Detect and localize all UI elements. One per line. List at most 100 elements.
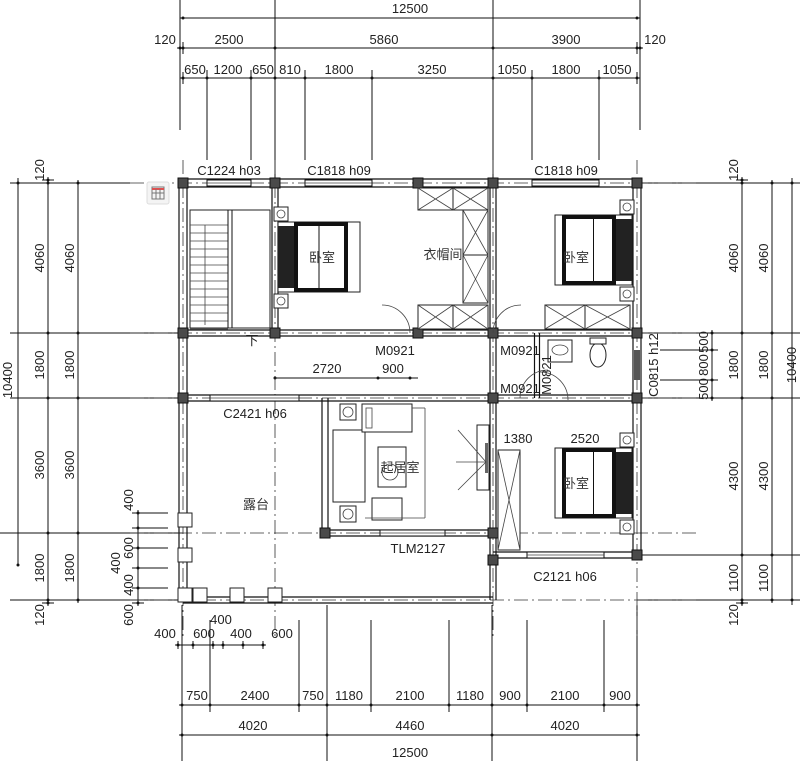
- column: [487, 392, 499, 404]
- room-label-terrace: 露台: [243, 498, 269, 513]
- dimension-label: 1100: [726, 564, 741, 592]
- dimension-label: 3250: [418, 62, 447, 77]
- dimension-tick: [16, 563, 20, 567]
- dimension-label: 120: [154, 32, 176, 47]
- dimension-label: 750: [302, 688, 324, 703]
- dimension-label: 4060: [62, 244, 77, 273]
- exterior-wall-right: [632, 183, 642, 555]
- dimension-label: 400: [210, 612, 232, 627]
- wardrobe: [452, 304, 489, 330]
- column: [631, 549, 643, 561]
- column: [269, 327, 281, 339]
- dimension-label: 4020: [551, 718, 580, 733]
- dimension-label: 4300: [726, 462, 741, 491]
- dimension-label: 1180: [335, 688, 363, 703]
- line: [544, 304, 586, 330]
- dimension-label: 12500: [392, 745, 428, 760]
- dimension-label: 1800: [32, 554, 47, 583]
- wardrobe: [462, 209, 489, 256]
- dimension-label: 400: [121, 574, 136, 596]
- dimension-label: 1380: [504, 431, 533, 446]
- room-label-bedroom-3: 卧室: [563, 476, 589, 492]
- door-swing[interactable]: [539, 371, 569, 401]
- wardrobe: [544, 304, 586, 330]
- line: [462, 254, 489, 304]
- room-label-living-room: 起居室: [380, 460, 419, 476]
- line: [452, 304, 489, 330]
- terrace-post: [177, 587, 193, 603]
- window-label-c1818: C1818 h09: [534, 163, 598, 178]
- dimension-label: 2500: [215, 32, 244, 47]
- dimension-label: 750: [186, 688, 208, 703]
- dimension-label: 400: [154, 626, 176, 641]
- dimension-tick: [181, 16, 185, 20]
- screenshot-table-icon[interactable]: [146, 181, 170, 205]
- dimension-label: 2520: [571, 431, 600, 446]
- terrace-post: [229, 587, 245, 603]
- dimension-label: 5860: [370, 32, 399, 47]
- dimension-label: 1800: [756, 351, 771, 380]
- dimension-label: 1050: [498, 62, 527, 77]
- terrace-post: [177, 547, 193, 563]
- line: [417, 304, 454, 330]
- dimension-label: 900: [609, 688, 631, 703]
- dimension-label: 120: [32, 159, 47, 181]
- line: [462, 209, 489, 256]
- dimension-label: 900: [499, 688, 521, 703]
- dimension-label: 3600: [32, 451, 47, 480]
- dimension-label: 2100: [396, 688, 425, 703]
- window-label-c2421: C2421 h06: [223, 406, 287, 421]
- dimension-label: 650: [184, 62, 206, 77]
- dimension-label: 600: [121, 537, 136, 559]
- interior-wall: [321, 398, 329, 533]
- dimension-label: 3600: [62, 451, 77, 480]
- line: [417, 187, 454, 211]
- staircase: [189, 209, 271, 330]
- interior-wall: [410, 329, 637, 337]
- door-label-tlm2127: TLM2127: [391, 541, 446, 556]
- dimension-label: 900: [382, 361, 404, 376]
- dimension-label: 600: [193, 626, 215, 641]
- door-swing[interactable]: [492, 304, 522, 334]
- column: [487, 177, 499, 189]
- window-label-c1818: C1818 h09: [307, 163, 371, 178]
- line: [497, 449, 521, 551]
- dimension-label: 400: [108, 552, 123, 574]
- dimension-label: 600: [271, 626, 293, 641]
- window: [634, 350, 640, 380]
- dimension-label: 1800: [325, 62, 354, 77]
- dimension-tick: [376, 376, 380, 380]
- column: [177, 392, 189, 404]
- line: [452, 187, 489, 211]
- column: [631, 177, 643, 189]
- dimension-label: 4060: [726, 244, 741, 273]
- door-swing[interactable]: [519, 369, 549, 399]
- dimension-label: 1800: [552, 62, 581, 77]
- column: [631, 327, 643, 339]
- window-label-c0815: C0815 h12: [646, 333, 661, 397]
- furniture: [177, 187, 635, 603]
- dimension-label: 800: [696, 354, 711, 376]
- dimension-tick: [408, 376, 412, 380]
- interior-wall: [183, 329, 410, 337]
- dimension-label: 120: [726, 604, 741, 626]
- exterior-wall-left: [178, 183, 188, 600]
- dimension-label: 4300: [756, 462, 771, 491]
- dimension-label: 1800: [726, 351, 741, 380]
- dimension-label: 4060: [756, 244, 771, 273]
- bathroom-wall: [533, 333, 541, 398]
- door-label: M0921: [375, 343, 415, 358]
- dimension-label: 10400: [0, 362, 15, 398]
- dimension-label: 1180: [456, 688, 484, 703]
- dimension-label: 1100: [756, 564, 771, 592]
- wardrobe: [462, 254, 489, 304]
- door-label: M0921: [500, 343, 540, 358]
- column: [412, 177, 424, 189]
- line: [457, 429, 487, 463]
- column: [269, 177, 281, 189]
- door-swing[interactable]: [381, 304, 411, 334]
- dimension-label: 120: [726, 159, 741, 181]
- dimension-label: 2400: [241, 688, 270, 703]
- dimension-label: 4460: [396, 718, 425, 733]
